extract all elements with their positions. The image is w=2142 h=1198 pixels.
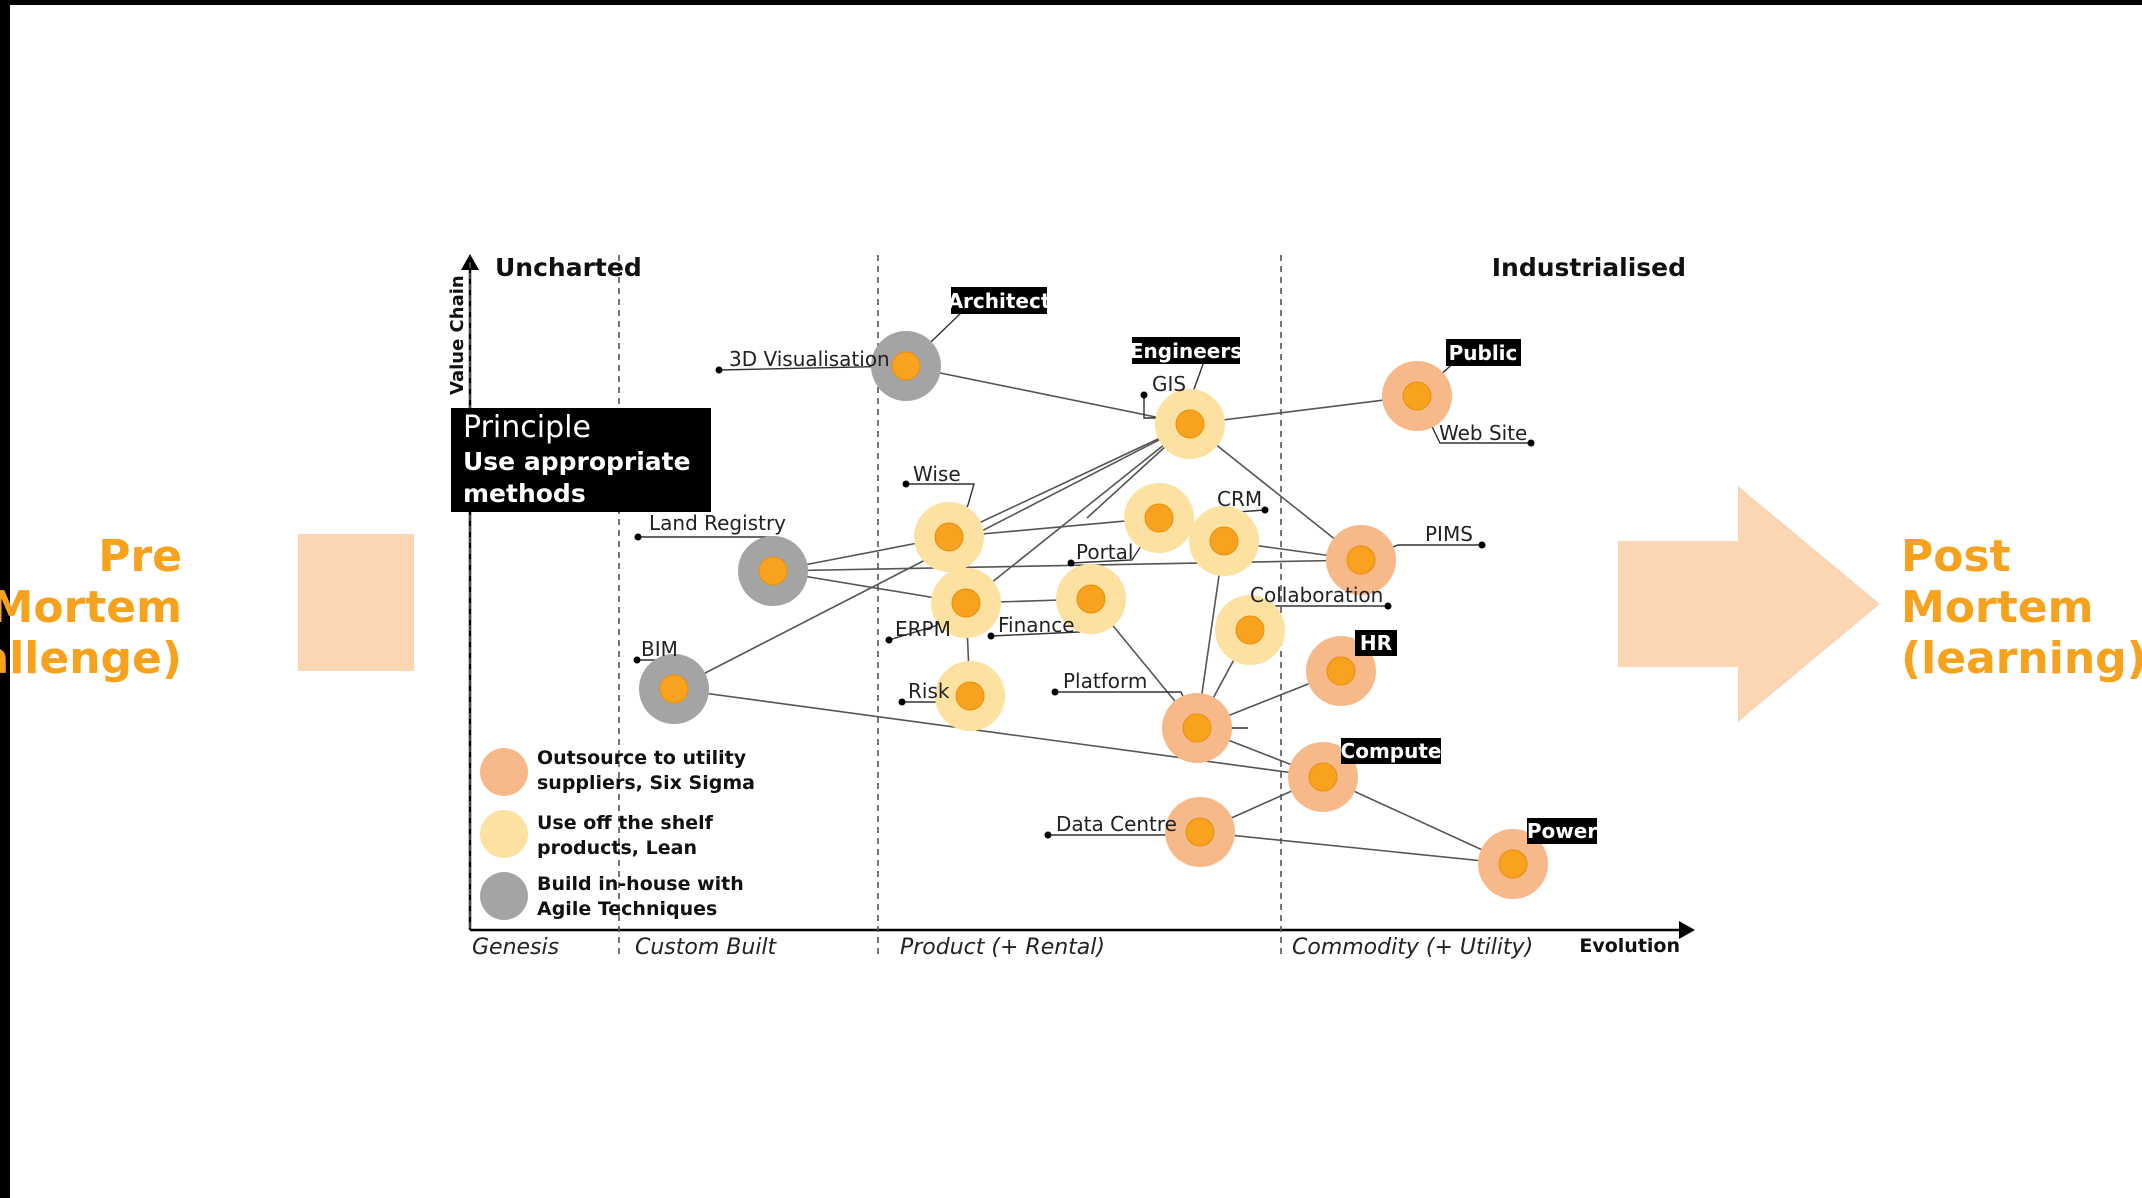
legend-in-house-line1: Build in-house with [537, 873, 744, 895]
node-3d-visualisation [891, 351, 921, 381]
pre-mortem-heading: Pre Mortem (challenge) [0, 531, 182, 684]
node-collaboration [1235, 615, 1265, 645]
node-risk [955, 681, 985, 711]
node-crm [1209, 526, 1239, 556]
pre-line-1: Pre [98, 531, 182, 582]
legend-off-the-shelf-line1: Use off the shelf [537, 812, 714, 834]
legend: Outsource to utility suppliers, Six Sigm… [480, 747, 755, 920]
x-axis-arrowhead [1679, 921, 1695, 939]
principle-line-1: Use appropriate [463, 447, 691, 476]
y-axis-label: Value Chain [447, 275, 468, 395]
legend-swatch-outsource [480, 748, 528, 796]
label-crm: CRM [1217, 487, 1262, 511]
tag-architect: Architect [948, 289, 1051, 313]
label-risk: Risk [908, 679, 950, 703]
label-3d-visualisation: 3D Visualisation [729, 347, 890, 371]
tag-power: Power [1527, 819, 1597, 843]
uncharted-heading: Uncharted [495, 253, 642, 282]
user-tags: Architect Engineers Public HR Compute Po… [948, 287, 1597, 844]
node-data-centre [1185, 817, 1215, 847]
node-platform [1182, 713, 1212, 743]
pre-mortem-block [298, 534, 414, 671]
tag-hr: HR [1360, 631, 1392, 655]
principle-title: Principle [463, 410, 591, 445]
node-finance [1076, 584, 1106, 614]
label-collaboration: Collaboration [1250, 583, 1383, 607]
components [639, 331, 1548, 899]
x-axis-label: Evolution [1579, 935, 1680, 957]
label-web-site: Web Site [1439, 421, 1527, 445]
post-line-1: Post [1901, 531, 2011, 582]
legend-outsource-line1: Outsource to utility [537, 747, 747, 769]
node-gis [1175, 409, 1205, 439]
node-wise [934, 522, 964, 552]
node-bim [659, 674, 689, 704]
label-finance: Finance [998, 613, 1075, 637]
node-hr [1326, 656, 1356, 686]
stage-custom-built: Custom Built [635, 935, 778, 960]
tag-public: Public [1449, 341, 1518, 365]
tag-engineers: Engineers [1130, 339, 1242, 363]
post-line-2: Mortem [1901, 582, 2094, 633]
legend-outsource-line2: suppliers, Six Sigma [537, 772, 755, 794]
label-bim: BIM [641, 637, 678, 661]
node-web-site [1402, 381, 1432, 411]
node-portal [1144, 503, 1174, 533]
label-erpm: ERPM [895, 617, 951, 641]
node-compute [1308, 762, 1338, 792]
node-erpm [951, 588, 981, 618]
post-mortem-heading: Post Mortem (learning) [1901, 531, 2142, 684]
slide: Pre Mortem (challenge) Post Mortem (lear… [0, 5, 2142, 1198]
principle-callout: Principle Use appropriate methods [451, 408, 711, 512]
arrow-right-icon [1618, 486, 1880, 722]
node-pims [1346, 545, 1376, 575]
node-land-registry [758, 556, 788, 586]
post-line-3: (learning) [1901, 633, 2142, 684]
pre-line-3: (challenge) [0, 633, 182, 684]
label-land-registry: Land Registry [649, 511, 786, 535]
legend-swatch-off-the-shelf [480, 810, 528, 858]
component-labels: 3D Visualisation GIS Web Site Wise Land … [641, 347, 1527, 836]
label-pims: PIMS [1425, 522, 1473, 546]
stage-commodity: Commodity (+ Utility) [1292, 935, 1533, 960]
wardley-map: Uncharted Industrialised Value Chain Evo… [447, 253, 1695, 960]
principle-line-2: methods [463, 479, 586, 508]
label-platform: Platform [1063, 669, 1147, 693]
tag-compute: Compute [1341, 739, 1442, 763]
legend-off-the-shelf-line2: products, Lean [537, 837, 697, 859]
legend-swatch-in-house [480, 872, 528, 920]
stage-genesis: Genesis [472, 935, 559, 960]
label-data-centre: Data Centre [1056, 812, 1177, 836]
label-dots [633, 366, 1535, 839]
label-wise: Wise [913, 462, 961, 486]
label-gis: GIS [1152, 372, 1186, 396]
node-power [1498, 849, 1528, 879]
stage-product: Product (+ Rental) [900, 935, 1105, 960]
industrialised-heading: Industrialised [1492, 253, 1686, 282]
legend-in-house-line2: Agile Techniques [537, 898, 717, 920]
pre-line-2: Mortem [0, 582, 182, 633]
label-portal: Portal [1076, 540, 1133, 564]
